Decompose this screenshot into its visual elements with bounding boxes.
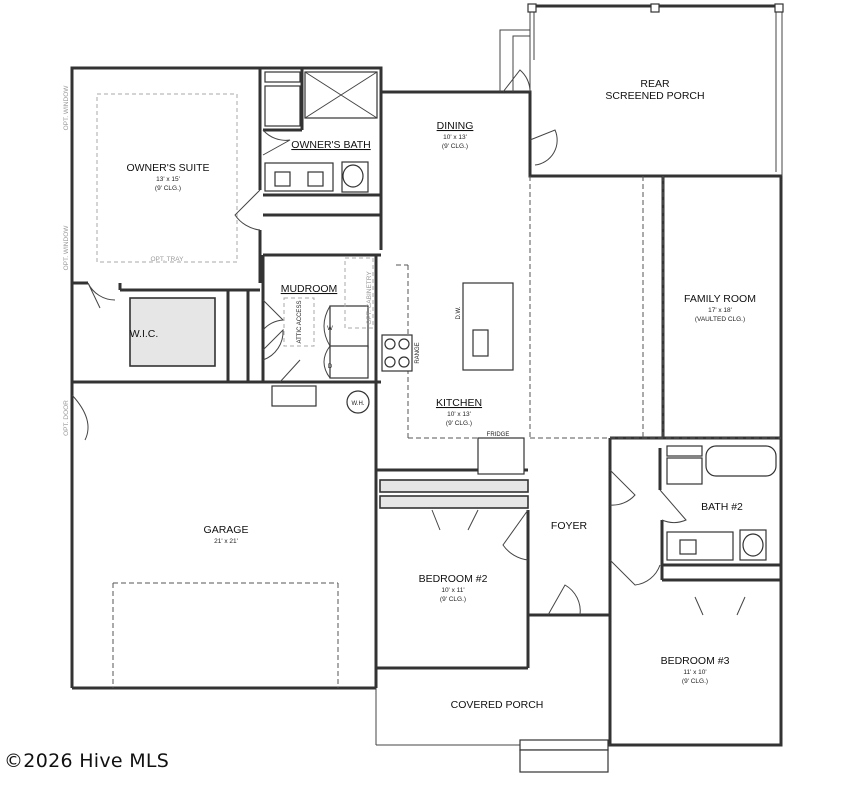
exterior-walls	[70, 3, 784, 747]
bedroom2-label: BEDROOM #2	[419, 573, 488, 585]
rear-porch-label-line1: REAR	[640, 78, 670, 90]
fixtures	[264, 71, 777, 561]
watermark: ©2026 Hive MLS	[4, 750, 170, 772]
bedroom2-dims: 10' x 11'	[441, 587, 464, 594]
bedroom3-ceiling: (9' CLG.)	[682, 678, 708, 685]
water-heater-label: W.H.	[352, 401, 365, 407]
family-room-label: FAMILY ROOM	[684, 293, 756, 305]
rear-porch-label-line2: SCREENED PORCH	[605, 90, 704, 102]
foyer-label: FOYER	[551, 520, 588, 532]
garage-dims: 21' x 21'	[214, 538, 238, 545]
dining-dims: 10' x 13'	[443, 134, 467, 141]
room-labels: OWNER'S SUITE 13' x 15' (9' CLG.) OPT. T…	[126, 78, 756, 711]
fixture-labels: FRIDGE W.H. W D RANGE D.W. OPT. WINDOW O…	[63, 85, 509, 438]
washer-label: W	[327, 326, 333, 332]
opt-window-note-2: OPT. WINDOW	[63, 225, 70, 271]
opt-cabinetry-note: OPT. CABINETRY	[366, 271, 373, 325]
interior-walls	[72, 68, 781, 773]
owners-suite-ceiling: (9' CLG.)	[155, 185, 181, 192]
owners-suite-label: OWNER'S SUITE	[126, 162, 209, 174]
fridge-label: FRIDGE	[487, 432, 510, 438]
dishwasher-label: D.W.	[456, 306, 462, 319]
dining-label: DINING	[437, 120, 474, 132]
door-swings	[71, 69, 746, 616]
bedroom3-dims: 11' x 10'	[683, 669, 706, 676]
kitchen-ceiling: (9' CLG.)	[446, 420, 472, 427]
dining-ceiling: (9' CLG.)	[442, 143, 468, 150]
mudroom-label: MUDROOM	[281, 283, 338, 295]
bedroom3-label: BEDROOM #3	[661, 655, 730, 667]
attic-access-note: ATTIC ACCESS	[297, 301, 303, 344]
bath2-label: BATH #2	[701, 501, 743, 513]
dryer-label: D	[328, 364, 333, 370]
opt-window-note-1: OPT. WINDOW	[63, 85, 70, 131]
family-room-dims: 17' x 18'	[708, 307, 732, 314]
kitchen-dims: 10' x 13'	[447, 411, 471, 418]
range-label: RANGE	[415, 342, 421, 363]
opt-tray-note: OPT. TRAY	[151, 256, 185, 263]
owners-suite-dims: 13' x 15'	[156, 176, 180, 183]
bedroom2-ceiling: (9' CLG.)	[440, 596, 466, 603]
owners-bath-label: OWNER'S BATH	[291, 139, 370, 151]
wic-label: W.I.C.	[130, 328, 159, 340]
kitchen-label: KITCHEN	[436, 397, 482, 409]
garage-label: GARAGE	[204, 524, 249, 536]
opt-door-note: OPT. DOOR	[63, 400, 70, 436]
covered-porch-label: COVERED PORCH	[451, 699, 544, 711]
family-room-ceiling: (VAULTED CLG.)	[695, 316, 745, 323]
dashed-lines	[96, 93, 781, 688]
